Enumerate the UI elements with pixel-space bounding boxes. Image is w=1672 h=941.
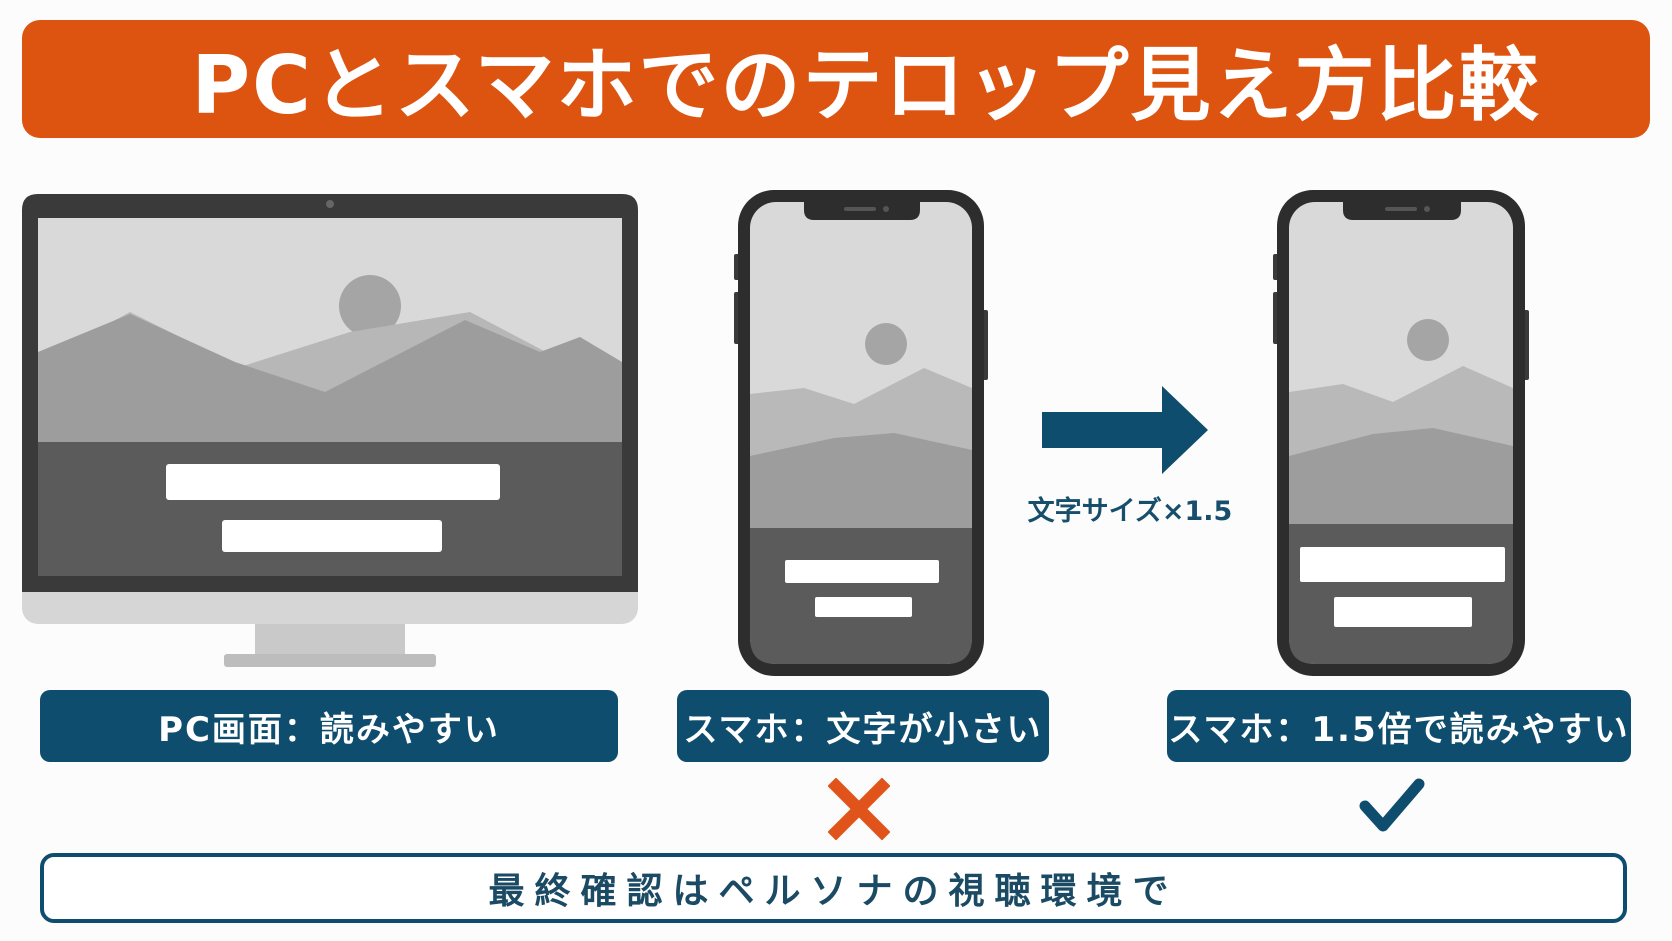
mountain-front	[38, 314, 622, 442]
speaker-icon	[844, 207, 876, 211]
subtitle-band	[1289, 524, 1513, 664]
pc-label: PC画面：読みやすい	[40, 690, 618, 762]
sun-icon	[1407, 319, 1449, 361]
right-arrow-icon	[1042, 386, 1208, 474]
monitor-stand	[255, 620, 405, 656]
phone-large-text-illustration	[1273, 190, 1529, 676]
phone-small-label: スマホ：文字が小さい	[677, 690, 1049, 762]
phone-small-text-illustration	[734, 190, 988, 676]
page-title: PCとスマホでのテロップ見え方比較	[191, 39, 1541, 132]
pc-monitor-illustration	[22, 194, 638, 667]
camera-icon	[1424, 206, 1430, 212]
phone-large-label: スマホ：1.5倍で読みやすい	[1167, 690, 1631, 762]
subtitle-line-1	[1300, 547, 1505, 582]
webcam-icon	[326, 200, 334, 208]
title-banner: PCとスマホでのテロップ見え方比較	[22, 20, 1650, 138]
subtitle-line-1	[166, 464, 500, 500]
speaker-icon	[1385, 207, 1417, 211]
sun-icon	[339, 275, 401, 337]
subtitle-line-2	[1334, 597, 1472, 627]
mountain-front	[750, 433, 972, 528]
camera-icon	[883, 206, 889, 212]
subtitle-band	[38, 442, 622, 576]
subtitle-band	[750, 528, 972, 664]
arrow-caption: 文字サイズ×1.5	[1027, 496, 1233, 527]
subtitle-line-1	[785, 560, 939, 583]
subtitle-line-2	[222, 520, 442, 552]
footer-note: 最終確認はペルソナの視聴環境で	[40, 853, 1627, 923]
mountain-front	[1289, 428, 1513, 524]
check-icon	[1359, 778, 1425, 832]
sun-icon	[865, 323, 907, 365]
subtitle-line-2	[815, 597, 912, 617]
cross-icon	[828, 778, 890, 840]
monitor-base	[224, 654, 436, 667]
